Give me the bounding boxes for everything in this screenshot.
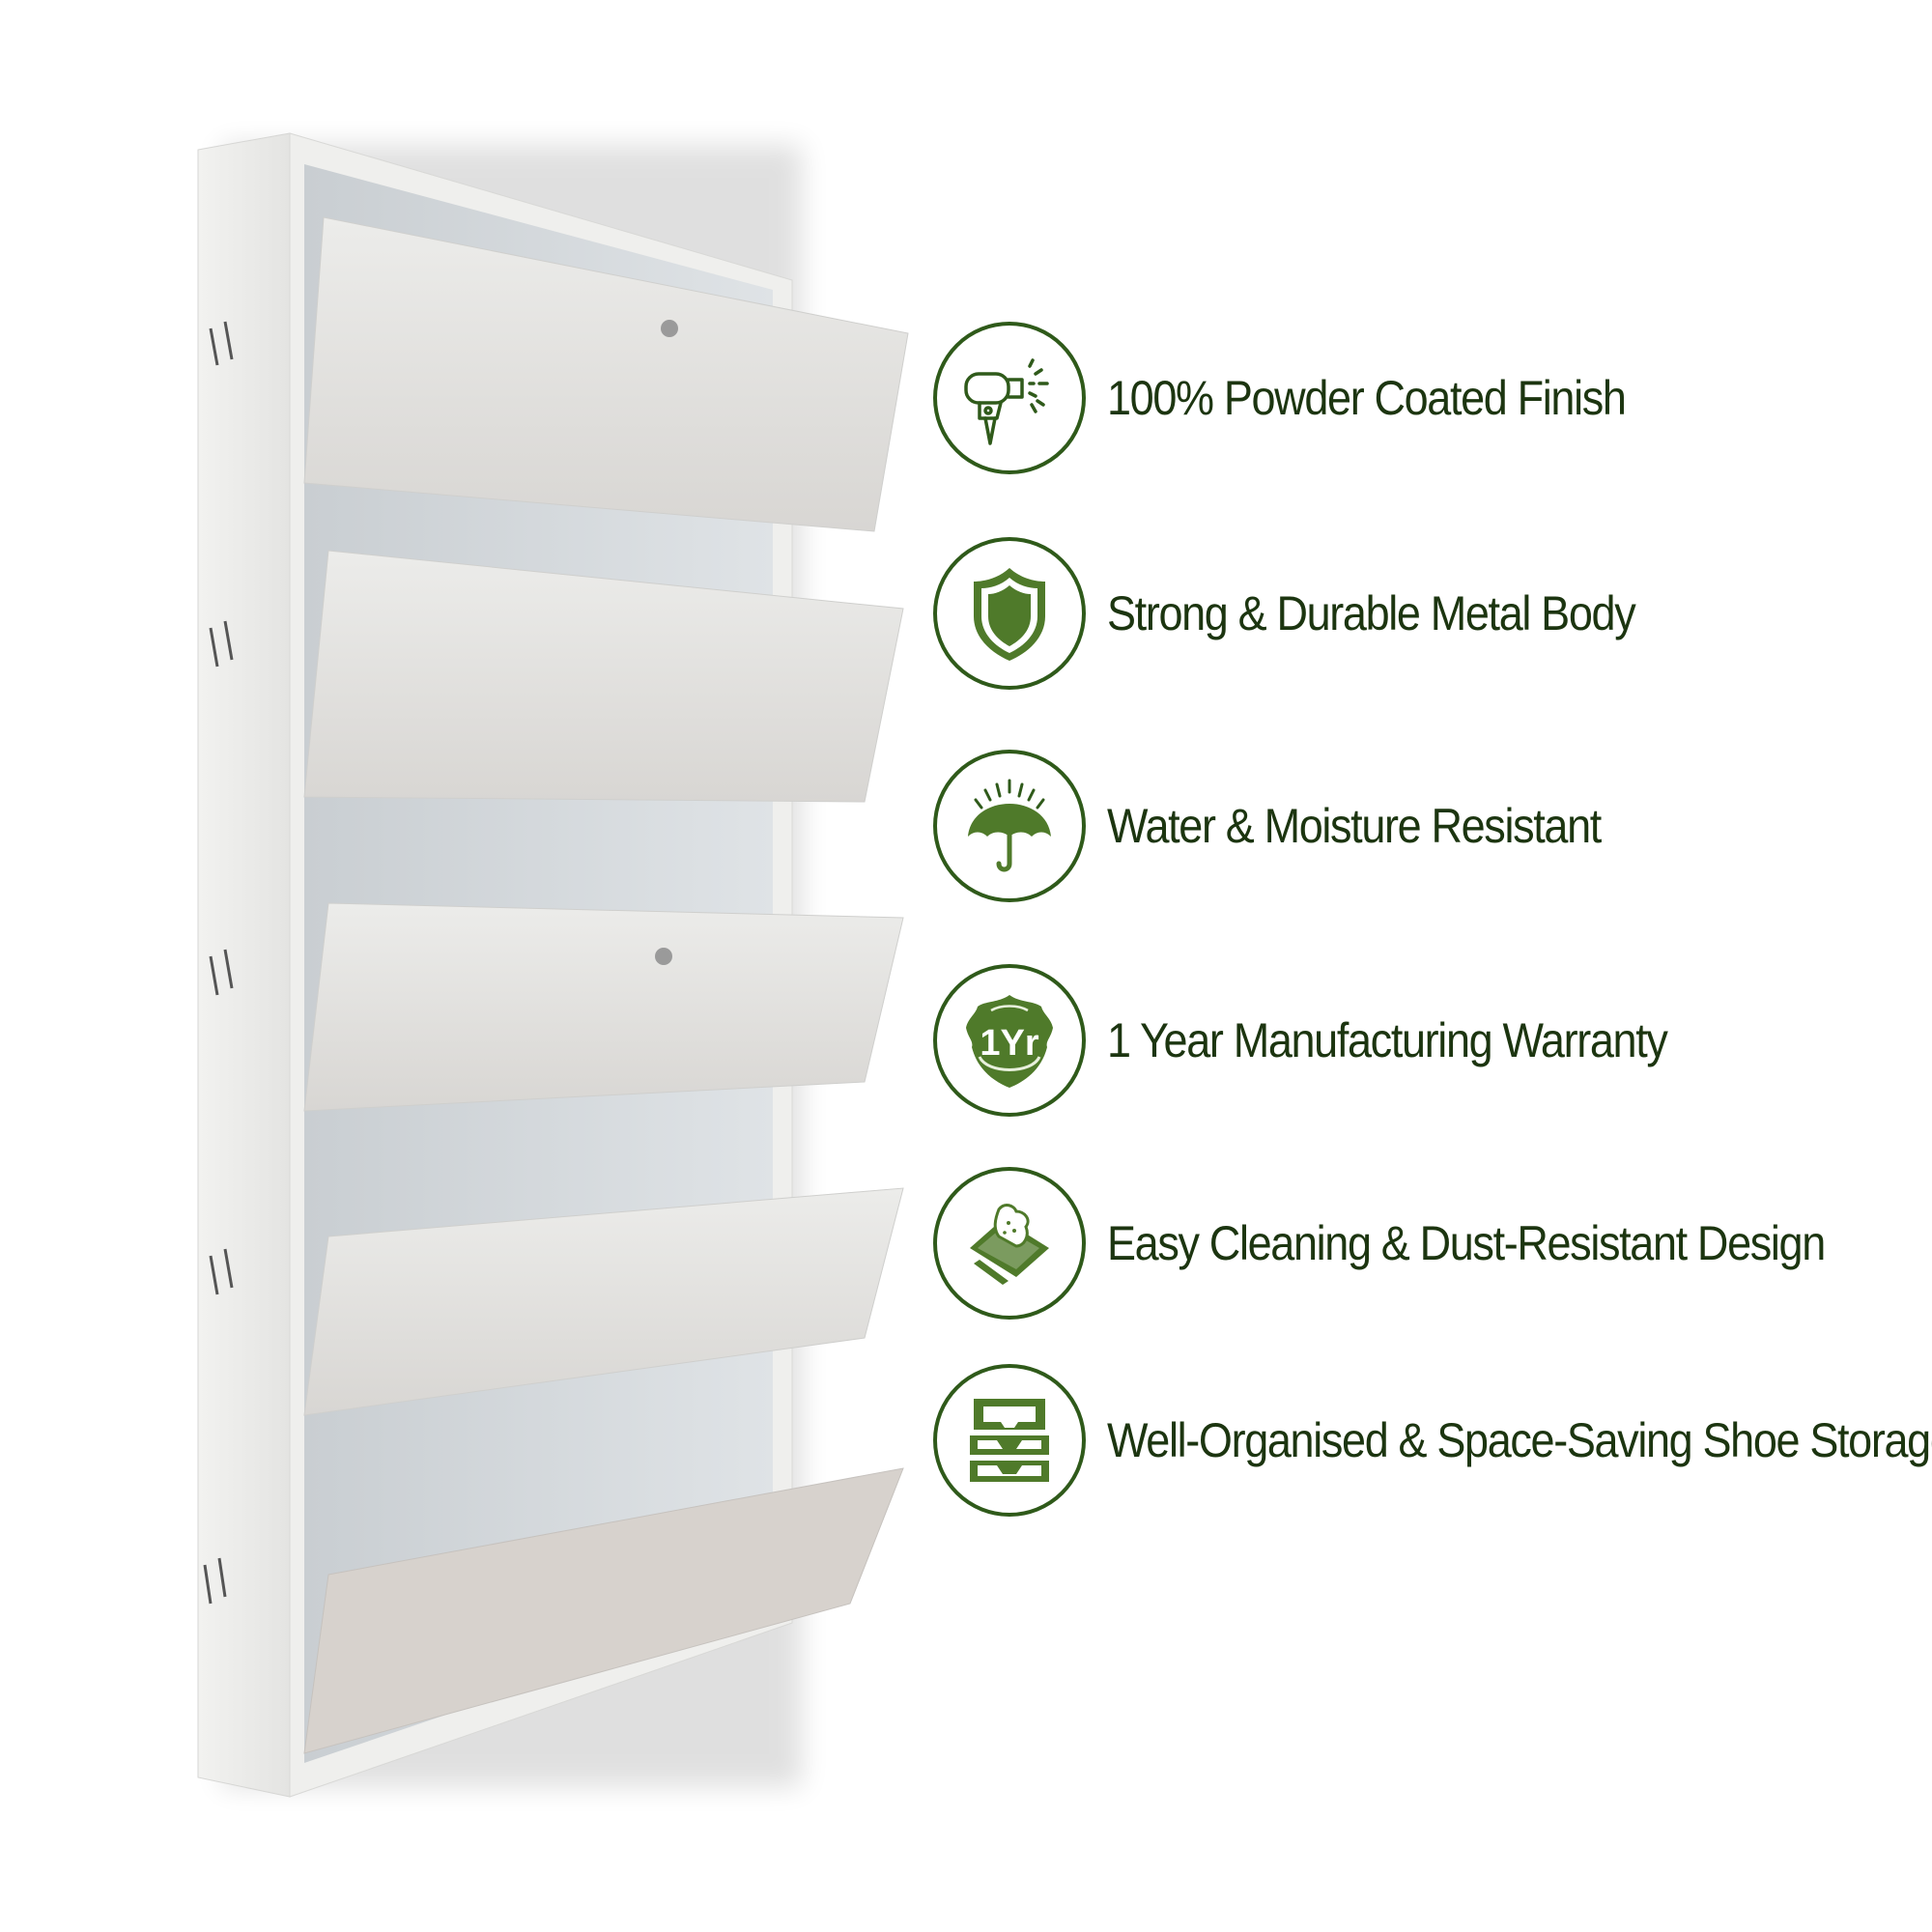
feature-item-warranty: 1Yr 1 Year Manufacturing Warranty [933, 964, 1729, 1117]
warranty-badge-icon: 1Yr [933, 964, 1086, 1117]
feature-label: Easy Cleaning & Dust-Resistant Design [1107, 1216, 1826, 1270]
flap-1 [303, 216, 909, 532]
feature-label: Strong & Durable Metal Body [1107, 586, 1636, 640]
feature-item-easy-cleaning: Easy Cleaning & Dust-Resistant Design [933, 1167, 1904, 1320]
feature-item-durable-body: Strong & Durable Metal Body [933, 537, 1693, 690]
umbrella-icon [933, 750, 1086, 902]
lock-icon [655, 948, 672, 965]
product-image [0, 0, 927, 1932]
spray-gun-icon [933, 322, 1086, 474]
feature-list: 100% Powder Coated Finish Strong & Durab… [933, 0, 1932, 1932]
lock-icon [661, 320, 678, 337]
feature-label: 1 Year Manufacturing Warranty [1107, 1013, 1668, 1067]
flap-3 [303, 902, 904, 1112]
feature-label: Water & Moisture Resistant [1107, 799, 1602, 853]
cleaning-sponge-icon [933, 1167, 1086, 1320]
feature-label: 100% Powder Coated Finish [1107, 371, 1627, 425]
flap-4 [303, 1187, 904, 1416]
feature-item-water-resistant: Water & Moisture Resistant [933, 750, 1656, 902]
feature-item-space-saving: Well-Organised & Space-Saving Shoe Stora… [933, 1364, 1932, 1517]
flap-2 [303, 550, 904, 803]
svg-text:1Yr: 1Yr [980, 1023, 1038, 1064]
stacked-trays-icon [933, 1364, 1086, 1517]
shoe-rack-illustration [197, 132, 909, 1798]
shield-icon [933, 537, 1086, 690]
feature-label: Well-Organised & Space-Saving Shoe Stora… [1107, 1413, 1932, 1467]
feature-item-powder-coated: 100% Powder Coated Finish [933, 322, 1683, 474]
flap-5 [303, 1467, 904, 1754]
